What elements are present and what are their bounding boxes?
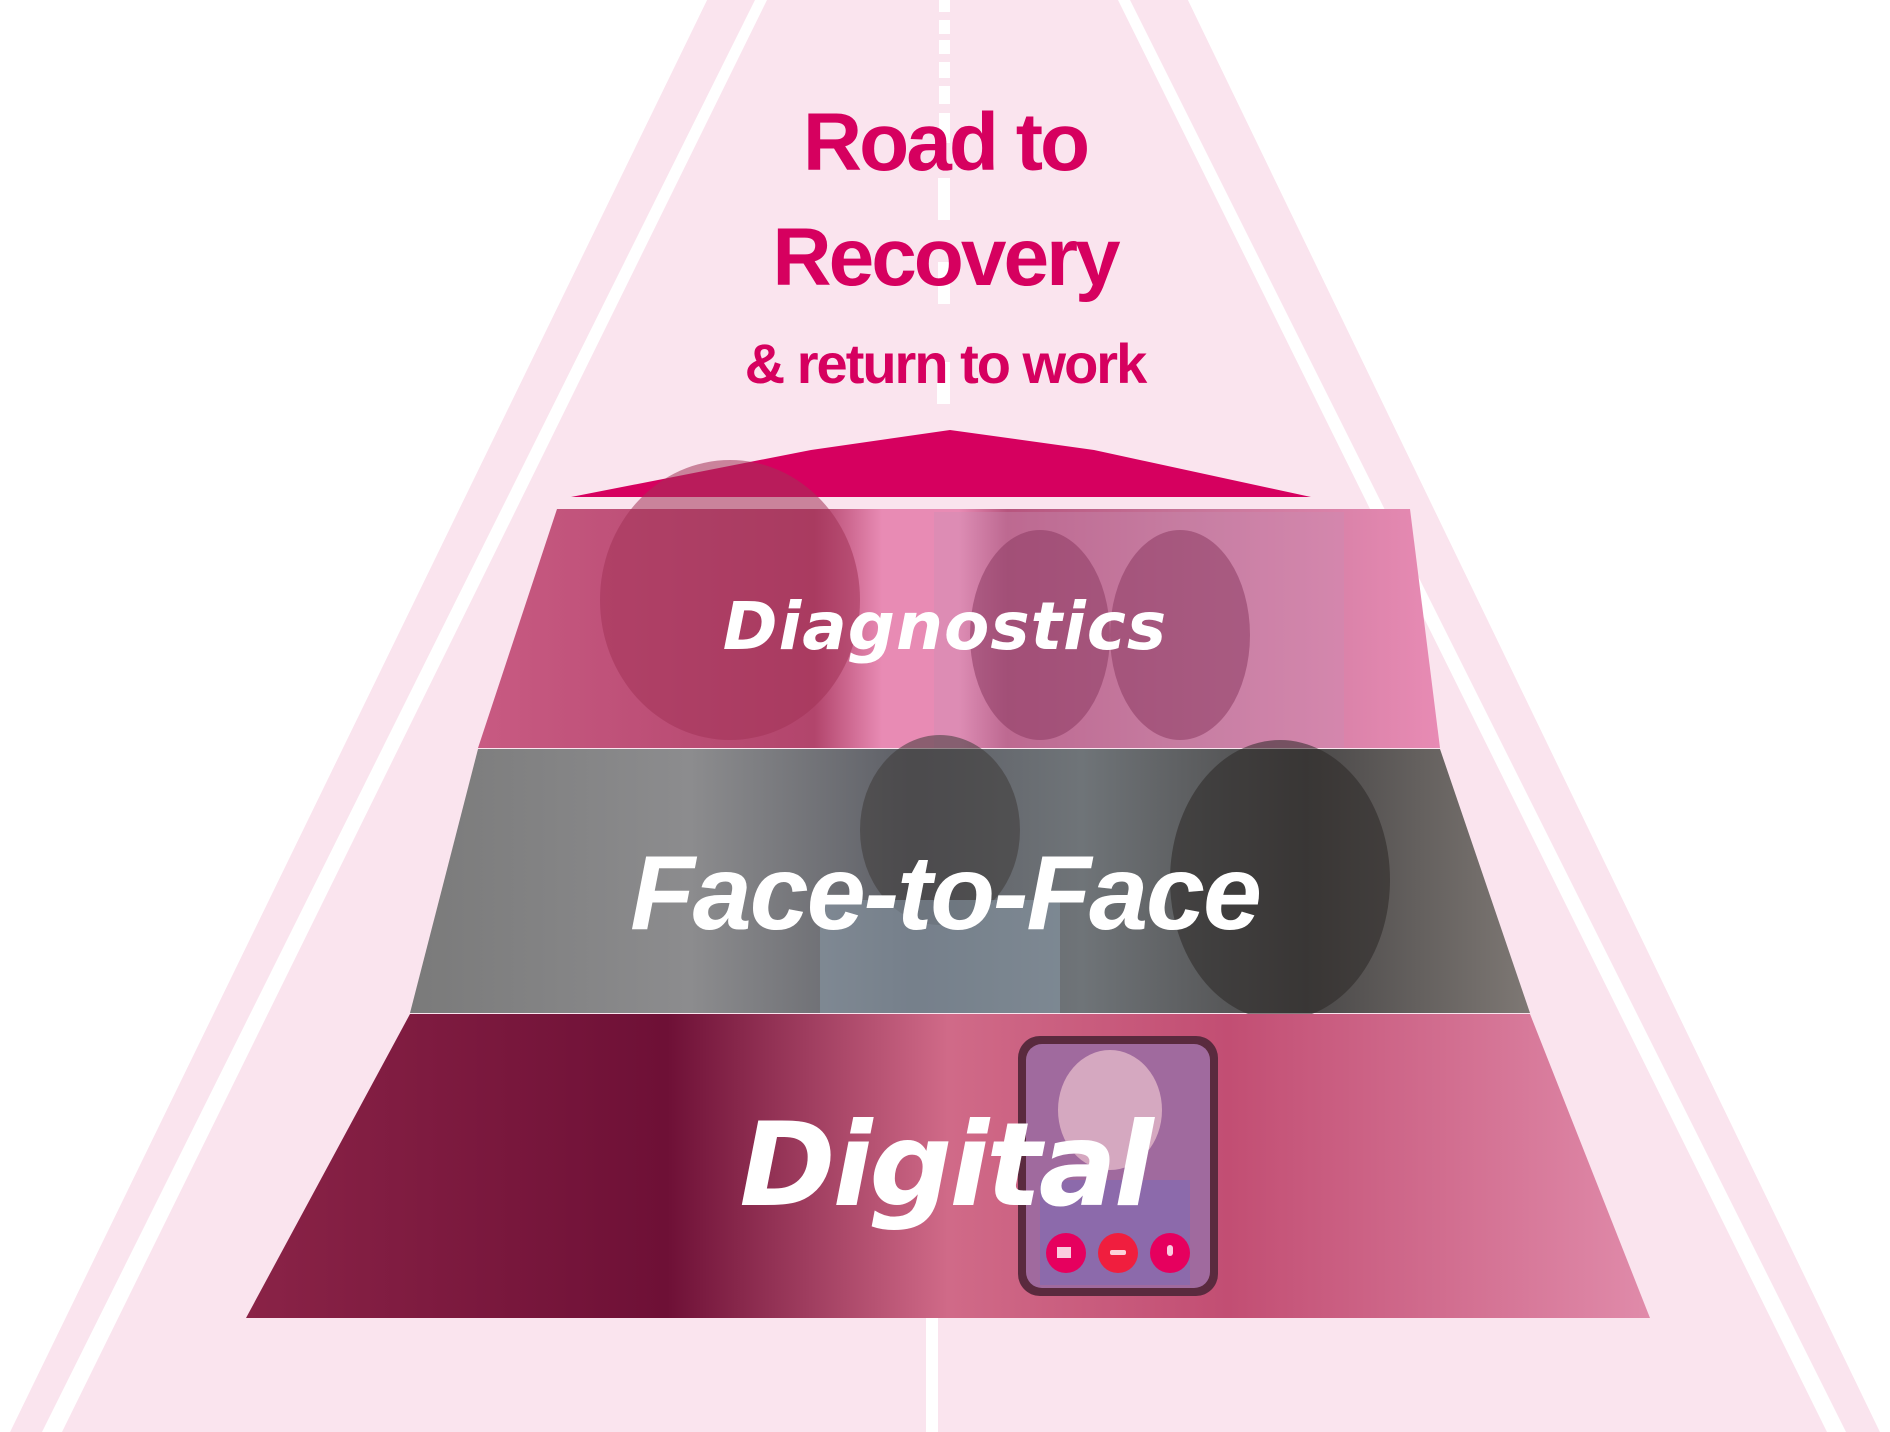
center-dashed-line — [937, 0, 950, 404]
title-subtitle: & return to work — [744, 332, 1147, 395]
left-lane-line — [42, 0, 767, 1432]
diagnostics-panel — [478, 460, 1440, 748]
digital-panel — [246, 1014, 1650, 1318]
title-line-1: Road to — [802, 97, 1090, 188]
right-lane-line — [1118, 0, 1846, 1432]
smartphone-image — [1018, 1036, 1218, 1296]
center-solid-line — [926, 1318, 938, 1432]
right-road-edge — [1188, 0, 1890, 1432]
left-road-edge — [0, 0, 707, 1432]
face-to-face-label: Face-to-Face — [630, 834, 1262, 952]
title-line-2: Recovery — [772, 212, 1120, 303]
diagnostics-label: Diagnostics — [722, 588, 1168, 665]
digital-label: Digital — [739, 1098, 1153, 1233]
face-to-face-panel — [410, 735, 1530, 1020]
